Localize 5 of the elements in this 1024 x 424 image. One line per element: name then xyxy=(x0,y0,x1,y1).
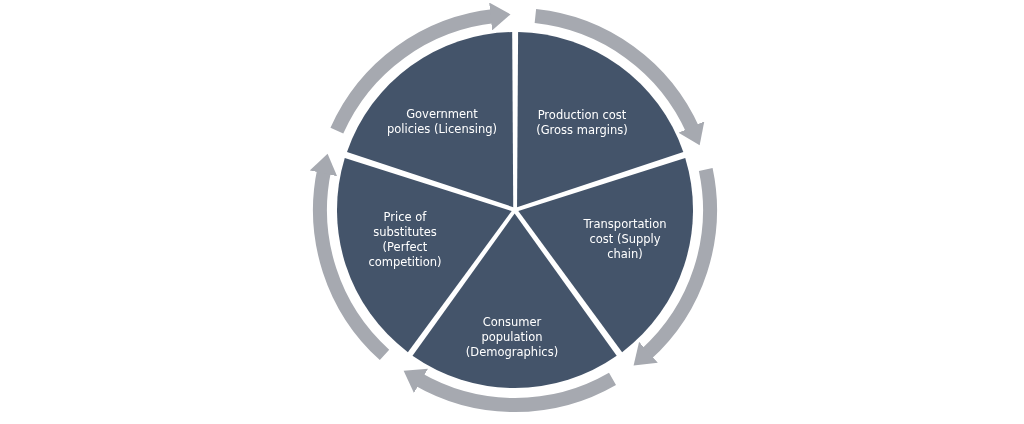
segment-label: Transportation cost (Supply chain) xyxy=(582,217,668,263)
segment-label: Production cost (Gross margins) xyxy=(535,108,629,138)
segment-label: Government policies (Licensing) xyxy=(387,107,497,137)
segment-label: Price of substitutes (Perfect competition) xyxy=(367,210,443,270)
segment-label: Consumer population (Demographics) xyxy=(464,314,560,360)
